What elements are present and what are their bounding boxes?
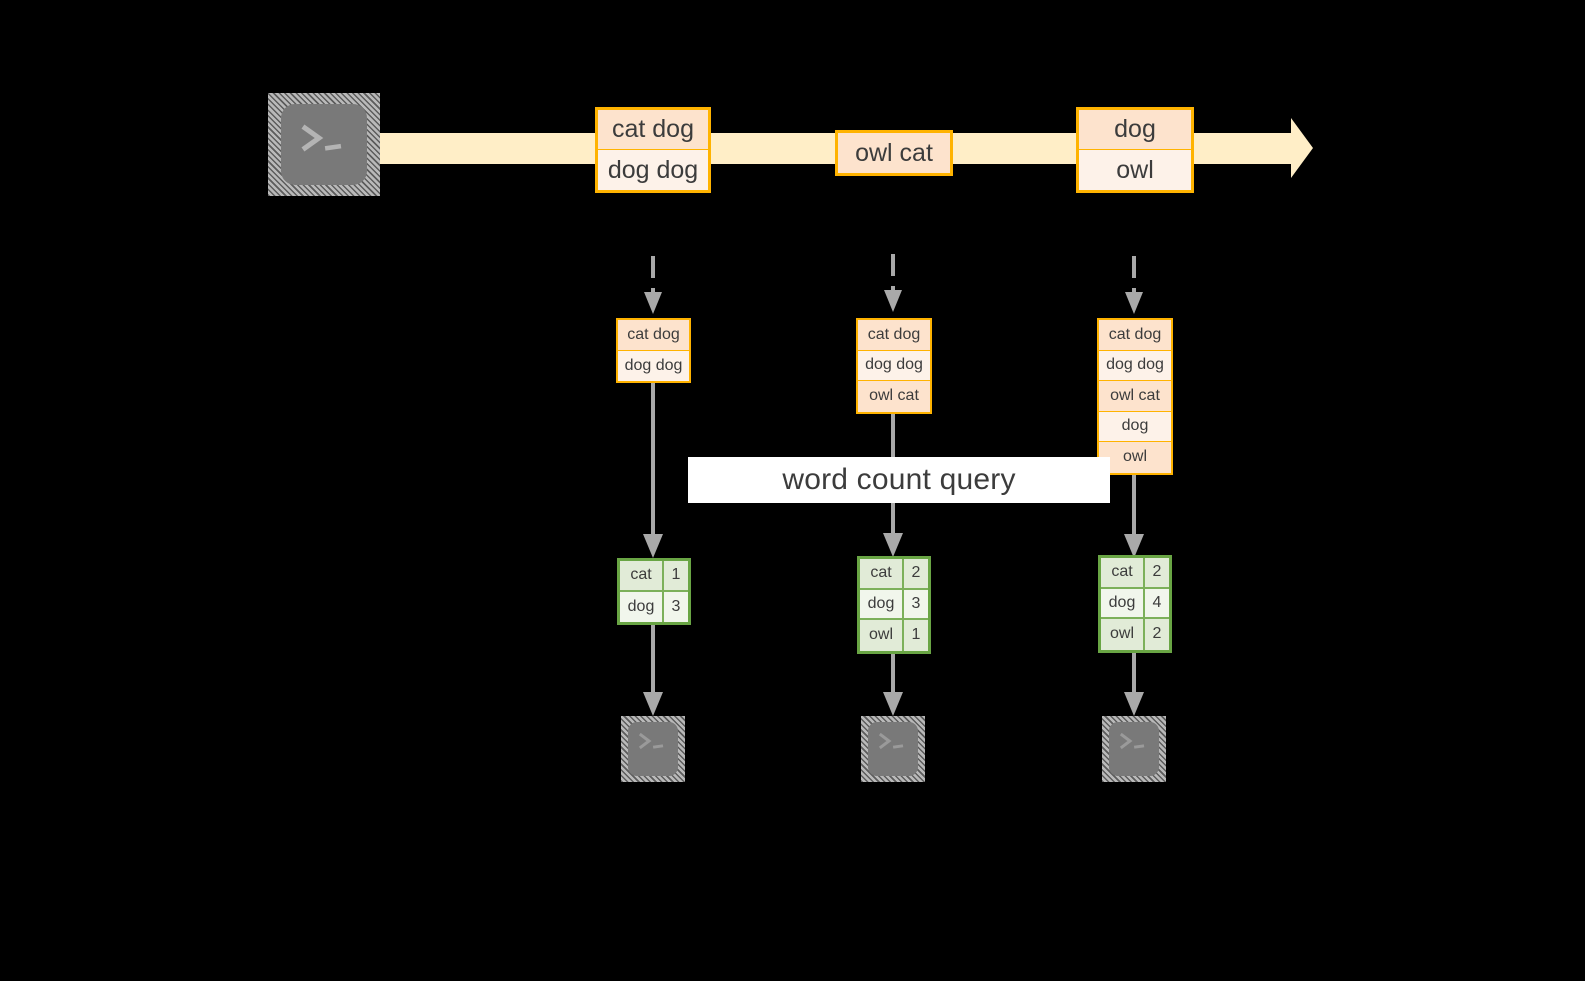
table-cell-count: 4 bbox=[1152, 593, 1162, 611]
snapshot-1-query-connector bbox=[639, 382, 667, 562]
snapshot-input-line: owl bbox=[1099, 442, 1171, 473]
sink-terminal-icon-3[interactable] bbox=[1102, 716, 1166, 782]
snapshot-3-input-box[interactable]: cat dog dog dog owl cat dog owl bbox=[1097, 318, 1173, 475]
table-row: cat 2 bbox=[860, 559, 928, 590]
snapshot-1-input-box[interactable]: cat dog dog dog bbox=[616, 318, 691, 383]
table-cell-key: owl bbox=[860, 620, 904, 651]
snapshot-input-line: owl cat bbox=[858, 381, 930, 412]
terminal-body bbox=[868, 722, 918, 776]
stream-event-2[interactable]: owl cat bbox=[835, 130, 953, 176]
stream-event-line: owl bbox=[1079, 150, 1191, 190]
table-cell-key: dog bbox=[1101, 588, 1145, 617]
table-cell-key: dog bbox=[860, 589, 904, 618]
snapshot-3-query-connector bbox=[1120, 474, 1148, 562]
table-cell-count: 3 bbox=[671, 597, 681, 615]
table-row: dog 3 bbox=[860, 589, 928, 620]
snapshot-input-line: dog dog bbox=[1099, 350, 1171, 381]
table-cell-count: 2 bbox=[1152, 563, 1162, 581]
snapshot-input-line: dog dog bbox=[618, 350, 689, 381]
stream-event-line: cat dog bbox=[598, 110, 708, 150]
snapshot-2-input-box[interactable]: cat dog dog dog owl cat bbox=[856, 318, 932, 414]
snapshot-1-tap-connector bbox=[638, 256, 668, 318]
terminal-body bbox=[1109, 722, 1159, 776]
table-row: owl 1 bbox=[860, 620, 928, 651]
table-row: owl 2 bbox=[1101, 619, 1169, 650]
stream-event-1[interactable]: cat dog dog dog bbox=[595, 107, 711, 193]
result-table-3[interactable]: cat 2 dog 4 owl 2 bbox=[1098, 555, 1172, 653]
terminal-body bbox=[281, 104, 367, 185]
terminal-prompt-glyph bbox=[868, 722, 918, 776]
table-cell-count: 2 bbox=[911, 564, 921, 582]
snapshot-input-line: dog dog bbox=[858, 350, 930, 381]
snapshot-input-line: owl cat bbox=[1099, 381, 1171, 412]
table-cell-count: 1 bbox=[671, 566, 681, 584]
sink-terminal-icon-1[interactable] bbox=[621, 716, 685, 782]
table-cell-count: 2 bbox=[1152, 625, 1162, 643]
table-row: dog 4 bbox=[1101, 588, 1169, 619]
table-cell-count: 1 bbox=[911, 626, 921, 644]
table-cell-key: cat bbox=[620, 561, 664, 590]
snapshot-input-line: cat dog bbox=[618, 320, 689, 351]
sink-2-connector bbox=[879, 650, 907, 720]
table-row: cat 2 bbox=[1101, 558, 1169, 589]
terminal-body bbox=[628, 722, 678, 776]
snapshot-input-line: dog bbox=[1099, 411, 1171, 442]
table-row: cat 1 bbox=[620, 561, 688, 592]
result-table-2[interactable]: cat 2 dog 3 owl 1 bbox=[857, 556, 931, 654]
table-cell-key: cat bbox=[1101, 558, 1145, 587]
snapshot-3-tap-connector bbox=[1119, 256, 1149, 318]
source-terminal-icon[interactable] bbox=[268, 93, 380, 196]
stream-event-line: dog bbox=[1079, 110, 1191, 150]
result-table-1[interactable]: cat 1 dog 3 bbox=[617, 558, 691, 625]
snapshot-input-line: cat dog bbox=[858, 320, 930, 351]
stream-arrow-head-icon bbox=[1291, 118, 1313, 178]
table-cell-count: 3 bbox=[911, 594, 921, 612]
sink-3-connector bbox=[1120, 650, 1148, 720]
sink-1-connector bbox=[639, 620, 667, 720]
table-cell-key: owl bbox=[1101, 619, 1145, 650]
stream-event-3[interactable]: dog owl bbox=[1076, 107, 1194, 193]
query-label: word count query bbox=[688, 457, 1110, 503]
query-label-text: word count query bbox=[782, 463, 1016, 496]
snapshot-input-line: cat dog bbox=[1099, 320, 1171, 351]
sink-terminal-icon-2[interactable] bbox=[861, 716, 925, 782]
snapshot-2-tap-connector bbox=[878, 254, 908, 316]
table-cell-key: dog bbox=[620, 591, 664, 622]
terminal-prompt-glyph bbox=[1109, 722, 1159, 776]
table-row: dog 3 bbox=[620, 591, 688, 622]
table-cell-key: cat bbox=[860, 559, 904, 588]
stream-event-line: dog dog bbox=[598, 150, 708, 190]
terminal-prompt-glyph bbox=[281, 104, 367, 185]
stream-event-line: owl cat bbox=[838, 133, 950, 173]
terminal-prompt-glyph bbox=[628, 722, 678, 776]
